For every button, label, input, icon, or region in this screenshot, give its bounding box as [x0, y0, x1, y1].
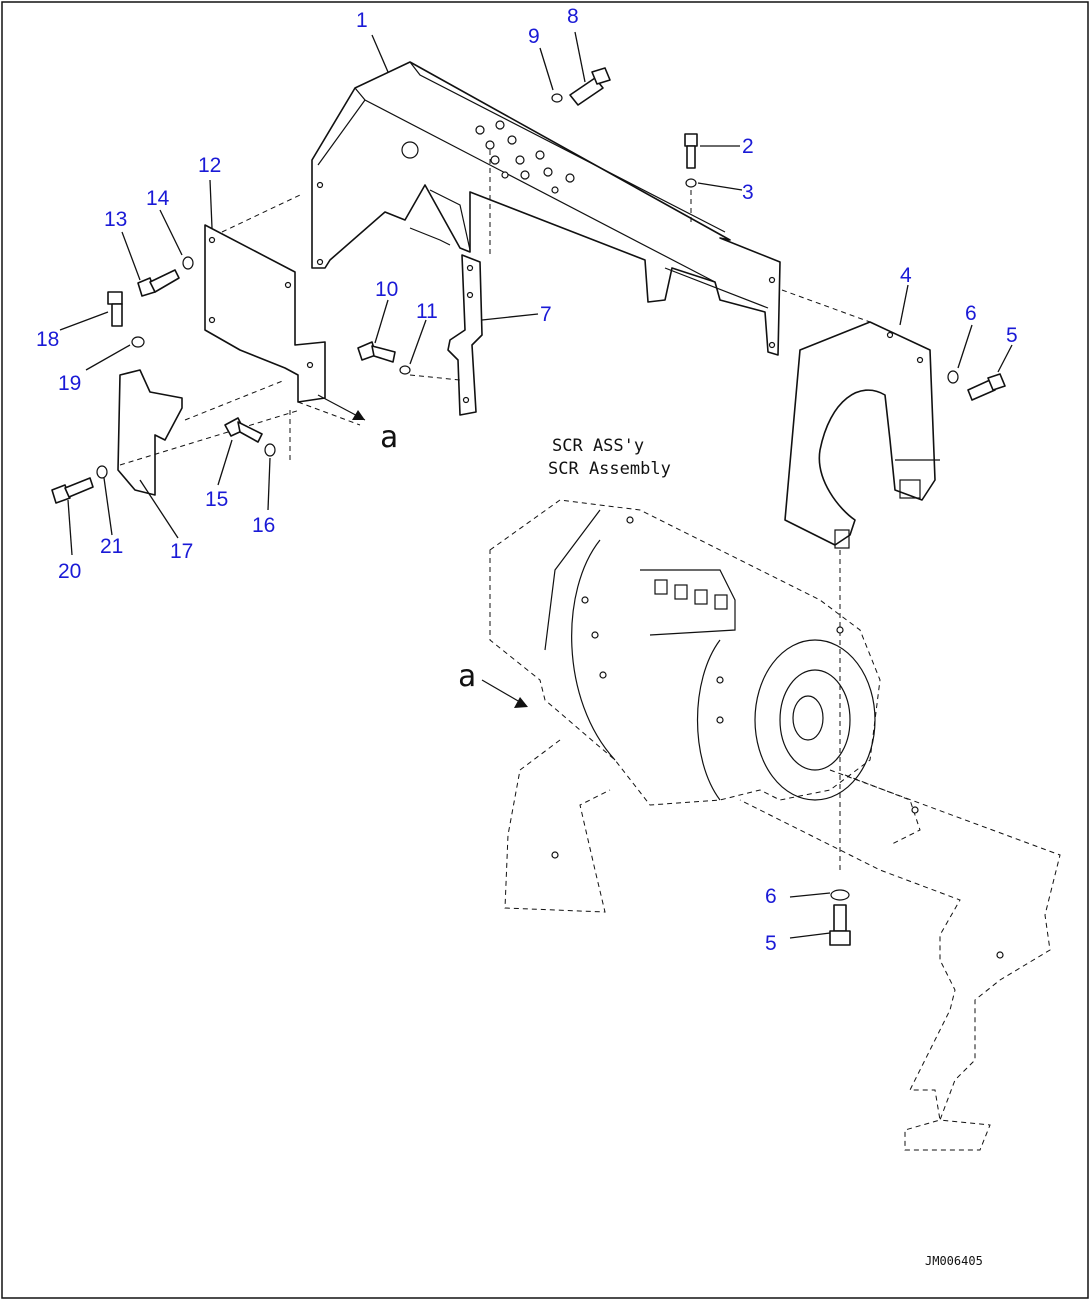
callout-labels: 1 8 9 2 3 4 6 5 7 10 11 12 14 13 18 19 1… — [36, 5, 1018, 955]
view-arrow-a-lower — [481, 679, 528, 708]
callout-3: 3 — [742, 181, 754, 204]
callout-8: 8 — [567, 5, 579, 28]
drawing-number: JM006405 — [925, 1254, 983, 1268]
callout-16: 16 — [252, 514, 275, 537]
callout-15: 15 — [205, 488, 228, 511]
part-1-cover — [311, 61, 781, 356]
callout-2: 2 — [742, 135, 754, 158]
callout-5-lower: 5 — [765, 932, 777, 955]
part-7-bracket — [447, 150, 491, 416]
scr-assembly — [489, 499, 1061, 1151]
leader-lines — [59, 31, 1013, 939]
part-17-bracket — [117, 369, 301, 496]
part-12-plate — [204, 194, 361, 462]
assembly-label-line2: SCR Assembly — [548, 459, 671, 479]
view-arrow-a-upper — [317, 394, 366, 421]
callout-10: 10 — [375, 278, 398, 301]
callout-9: 9 — [528, 25, 540, 48]
view-label-a-lower: a — [458, 659, 476, 694]
callout-5-upper: 5 — [1006, 324, 1018, 347]
view-label-a-upper: a — [380, 420, 398, 455]
fasteners — [51, 67, 1006, 946]
callout-6-upper: 6 — [965, 302, 977, 325]
callout-14: 14 — [146, 187, 170, 210]
callout-19: 19 — [58, 372, 81, 395]
callout-12: 12 — [198, 154, 221, 177]
callout-17: 17 — [170, 540, 193, 563]
callout-18: 18 — [36, 328, 59, 351]
callout-20: 20 — [58, 560, 81, 583]
callout-4: 4 — [900, 264, 912, 287]
callout-7: 7 — [540, 303, 552, 326]
callout-21: 21 — [100, 535, 123, 558]
callout-6-lower: 6 — [765, 885, 777, 908]
callout-13: 13 — [104, 208, 127, 231]
part-4-duct — [781, 289, 940, 870]
callout-1: 1 — [356, 9, 368, 32]
assembly-label-line1: SCR ASS'y — [552, 436, 644, 456]
callout-11: 11 — [416, 300, 438, 323]
